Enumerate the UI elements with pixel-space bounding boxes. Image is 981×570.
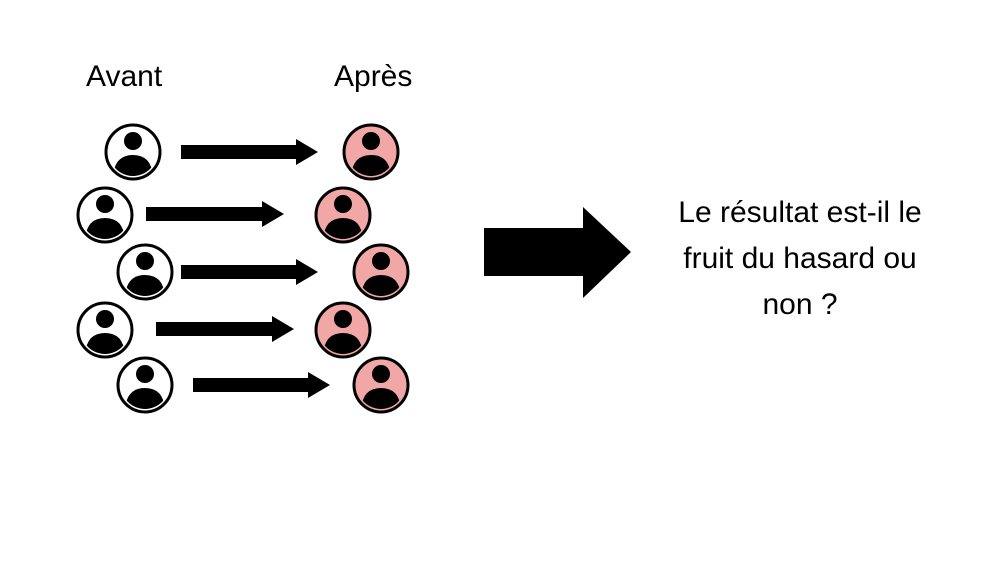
person-icon xyxy=(361,365,401,409)
big-right-arrow-icon xyxy=(484,207,631,298)
person-icon xyxy=(85,310,125,354)
after-person-4 xyxy=(314,301,372,359)
right-arrow-icon xyxy=(181,259,318,285)
person-icon xyxy=(113,132,153,176)
right-arrow-icon xyxy=(181,139,318,165)
person-icon xyxy=(85,195,125,239)
right-arrow-icon xyxy=(146,201,284,227)
before-person-4 xyxy=(76,301,134,359)
question-text: Le résultat est-il le fruit du hasard ou… xyxy=(640,190,960,328)
person-icon xyxy=(323,195,363,239)
question-line-3: non ? xyxy=(762,288,838,321)
before-person-2 xyxy=(76,186,134,244)
person-icon xyxy=(351,132,391,176)
before-label: Avant xyxy=(86,60,163,93)
right-arrow-icon xyxy=(156,316,294,342)
after-label: Après xyxy=(334,60,413,93)
person-icon xyxy=(323,310,363,354)
after-person-3 xyxy=(352,243,410,301)
before-person-5 xyxy=(116,356,174,414)
before-person-1 xyxy=(104,123,162,181)
after-person-2 xyxy=(314,186,372,244)
question-line-1: Le résultat est-il le xyxy=(678,196,922,229)
question-line-2: fruit du hasard ou xyxy=(683,242,917,275)
after-person-5 xyxy=(352,356,410,414)
person-icon xyxy=(125,252,165,296)
before-person-3 xyxy=(116,243,174,301)
after-person-1 xyxy=(342,123,400,181)
person-icon xyxy=(361,252,401,296)
person-icon xyxy=(125,365,165,409)
right-arrow-icon xyxy=(193,372,330,398)
